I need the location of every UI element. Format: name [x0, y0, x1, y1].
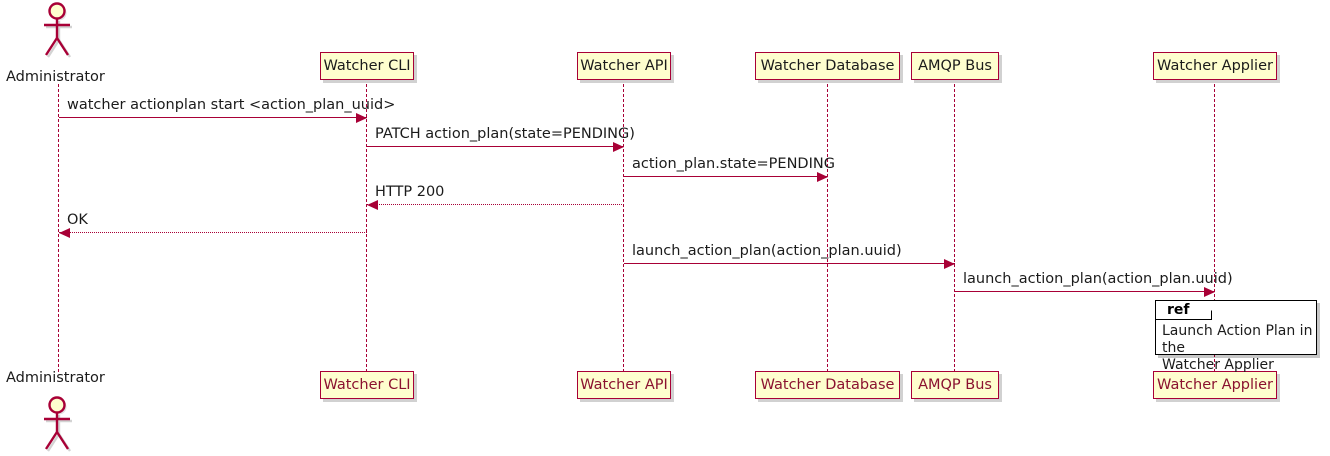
participant-api-top: Watcher API	[577, 52, 671, 80]
ref-fragment-tab: ref	[1156, 301, 1212, 320]
lifeline-amqp	[954, 84, 956, 372]
actor-label-admin-top: Administrator	[6, 69, 105, 85]
message-line-m4	[367, 204, 624, 205]
actor-admin-bottom	[36, 396, 82, 452]
arrow-head-m5	[59, 227, 70, 238]
participant-api-bottom: Watcher API	[577, 371, 671, 399]
message-label-m4: HTTP 200	[375, 184, 445, 200]
participant-db-top: Watcher Database	[755, 52, 900, 80]
arrow-head-m2	[613, 141, 624, 152]
lifeline-admin	[58, 84, 60, 372]
arrow-head-m7	[1204, 286, 1215, 297]
arrow-head-m3	[817, 171, 828, 182]
lifeline-api	[623, 84, 625, 372]
message-label-m5: OK	[67, 212, 88, 228]
participant-cli-bottom: Watcher CLI	[320, 371, 414, 399]
participant-amqp-bottom: AMQP Bus	[911, 371, 999, 399]
message-label-m1: watcher actionplan start <action_plan_uu…	[67, 97, 396, 113]
arrow-head-m1	[356, 112, 367, 123]
message-label-m7: launch_action_plan(action_plan.uuid)	[963, 271, 1233, 287]
message-line-m2	[367, 146, 624, 147]
actor-label-admin-bottom: Administrator	[6, 370, 105, 386]
participant-cli-top: Watcher CLI	[320, 52, 414, 80]
message-line-m3	[624, 176, 828, 177]
participant-db-bottom: Watcher Database	[755, 371, 900, 399]
actor-admin-top	[36, 2, 82, 58]
message-label-m6: launch_action_plan(action_plan.uuid)	[632, 243, 902, 259]
message-line-m7	[955, 291, 1215, 292]
participant-applier-top: Watcher Applier	[1153, 52, 1277, 80]
ref-fragment-text: Launch Action Plan in the Watcher Applie…	[1162, 323, 1313, 373]
lifeline-cli	[366, 84, 368, 372]
arrow-head-m4	[367, 199, 378, 210]
message-label-m2: PATCH action_plan(state=PENDING)	[375, 126, 635, 142]
participant-amqp-top: AMQP Bus	[911, 52, 999, 80]
lifeline-db	[827, 84, 829, 372]
message-label-m3: action_plan.state=PENDING	[632, 156, 835, 172]
message-line-m6	[624, 263, 955, 264]
participant-applier-bottom: Watcher Applier	[1153, 371, 1277, 399]
message-line-m5	[59, 232, 367, 233]
message-line-m1	[59, 117, 367, 118]
arrow-head-m6	[944, 258, 955, 269]
lifeline-applier	[1214, 84, 1216, 372]
